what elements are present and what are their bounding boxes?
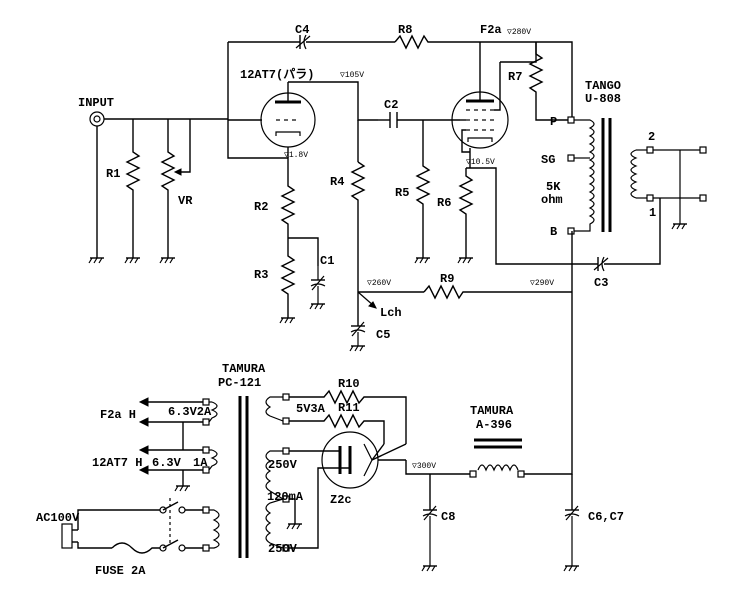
capacitor-c2 xyxy=(378,112,460,128)
resistor-r1 xyxy=(124,119,141,264)
voltage-260v: ▽260V xyxy=(367,279,391,288)
volume-pot-vr xyxy=(159,119,191,264)
capacitor-c4 xyxy=(228,34,395,50)
f2a-voltage: ▽280V xyxy=(507,28,531,37)
resistor-r9 xyxy=(423,284,572,300)
voltage-290v: ▽290V xyxy=(530,279,554,288)
impedance-ohm: ohm xyxy=(541,193,563,207)
tube-12at7 xyxy=(228,82,316,158)
feedback-wire xyxy=(227,42,289,172)
r4-label: R4 xyxy=(330,175,344,189)
resistor-r6 xyxy=(457,168,474,264)
power-transformer-pc121 xyxy=(202,393,290,558)
secondary-120ma: 120mA xyxy=(267,490,304,504)
r3-label: R3 xyxy=(254,268,268,282)
power-switch xyxy=(159,498,203,552)
heater-wiring xyxy=(138,397,203,492)
r2-label: R2 xyxy=(254,200,268,214)
f2a-node-label: F2a xyxy=(480,23,502,37)
resistor-r5 xyxy=(414,120,431,264)
secondary-5v3a: 5V3A xyxy=(296,402,326,416)
a396-label: A-396 xyxy=(476,418,512,432)
tube1-plate-voltage: ▽105V xyxy=(340,71,364,80)
r5-label: R5 xyxy=(395,186,409,200)
heater1-rating: 6.3V2A xyxy=(168,405,212,419)
r6-label: R6 xyxy=(437,196,451,210)
choke-a396 xyxy=(469,292,573,478)
bplus-wire xyxy=(405,460,474,475)
ac100v-label: AC100V xyxy=(36,511,80,525)
sg-terminal-label: SG xyxy=(541,153,555,167)
tamura-a396-brand: TAMURA xyxy=(470,404,514,418)
impedance-5k: 5K xyxy=(546,180,561,194)
rectifier-z2c xyxy=(289,431,407,549)
lch-label: Lch xyxy=(380,306,402,320)
tube2-cathode-voltage: ▽10.5V xyxy=(466,158,495,167)
voltage-300v: ▽300V xyxy=(412,462,436,471)
u808-label: U-808 xyxy=(585,92,621,106)
r8-label: R8 xyxy=(398,23,412,37)
ht-center-tap-ground xyxy=(286,498,302,530)
resistor-r4 xyxy=(350,161,366,292)
resistor-r8 xyxy=(394,34,573,120)
capacitor-c8 xyxy=(421,474,438,572)
input-jack xyxy=(89,111,228,258)
c4-label: C4 xyxy=(295,23,309,37)
c8-label: C8 xyxy=(441,510,455,524)
tube1-cathode-voltage: ▽1.8V xyxy=(284,151,308,160)
resistor-r2 xyxy=(280,172,296,238)
tube1-label: 12AT7(パラ) xyxy=(240,67,314,82)
lch-arrow xyxy=(357,291,377,309)
heater2-current: 1A xyxy=(193,456,208,470)
tango-label: TANGO xyxy=(585,79,621,93)
secondary-250v-upper: 250V xyxy=(268,458,298,472)
tube-f2a xyxy=(451,62,509,168)
input-ground xyxy=(88,257,104,264)
resistor-r10 xyxy=(289,389,407,444)
secondary-1-label: 1 xyxy=(649,206,656,220)
capacitor-c1 xyxy=(309,266,326,310)
pc121-label: PC-121 xyxy=(218,376,261,390)
resistor-r7 xyxy=(528,42,572,121)
b-terminal-label: B xyxy=(550,225,557,239)
c3-label: C3 xyxy=(594,276,608,290)
r7-label: R7 xyxy=(508,70,522,84)
c2-label: C2 xyxy=(384,98,398,112)
r1-label: R1 xyxy=(106,167,120,181)
fuse-label: FUSE 2A xyxy=(95,564,146,578)
output-transformer-u808 xyxy=(567,116,707,235)
fuse xyxy=(111,542,160,554)
input-label: INPUT xyxy=(78,96,114,110)
tamura-pc121-brand: TAMURA xyxy=(222,362,266,376)
r11-label: R11 xyxy=(338,401,360,415)
capacitor-c6-c7 xyxy=(563,474,580,572)
resistor-r11 xyxy=(289,413,385,444)
r10-label: R10 xyxy=(338,377,360,391)
c5-label: C5 xyxy=(376,328,390,342)
f2a-heater-label: F2a H xyxy=(100,408,136,422)
resistor-r3 xyxy=(279,238,296,324)
r9-label: R9 xyxy=(440,272,454,286)
secondary-250v-lower: 250V xyxy=(268,542,298,556)
c6-c7-label: C6,C7 xyxy=(588,510,624,524)
vr-label: VR xyxy=(178,194,193,208)
p-terminal-label: P xyxy=(550,115,557,129)
heater2-voltage: 6.3V xyxy=(152,456,182,470)
capacitor-c5 xyxy=(349,292,366,352)
c1-label: C1 xyxy=(320,254,334,268)
12at7-heater-label: 12AT7 H xyxy=(92,456,142,470)
capacitor-c3 xyxy=(593,198,661,272)
z2c-label: Z2c xyxy=(330,493,352,507)
secondary-2-label: 2 xyxy=(648,130,655,144)
ac-plug xyxy=(61,509,160,549)
